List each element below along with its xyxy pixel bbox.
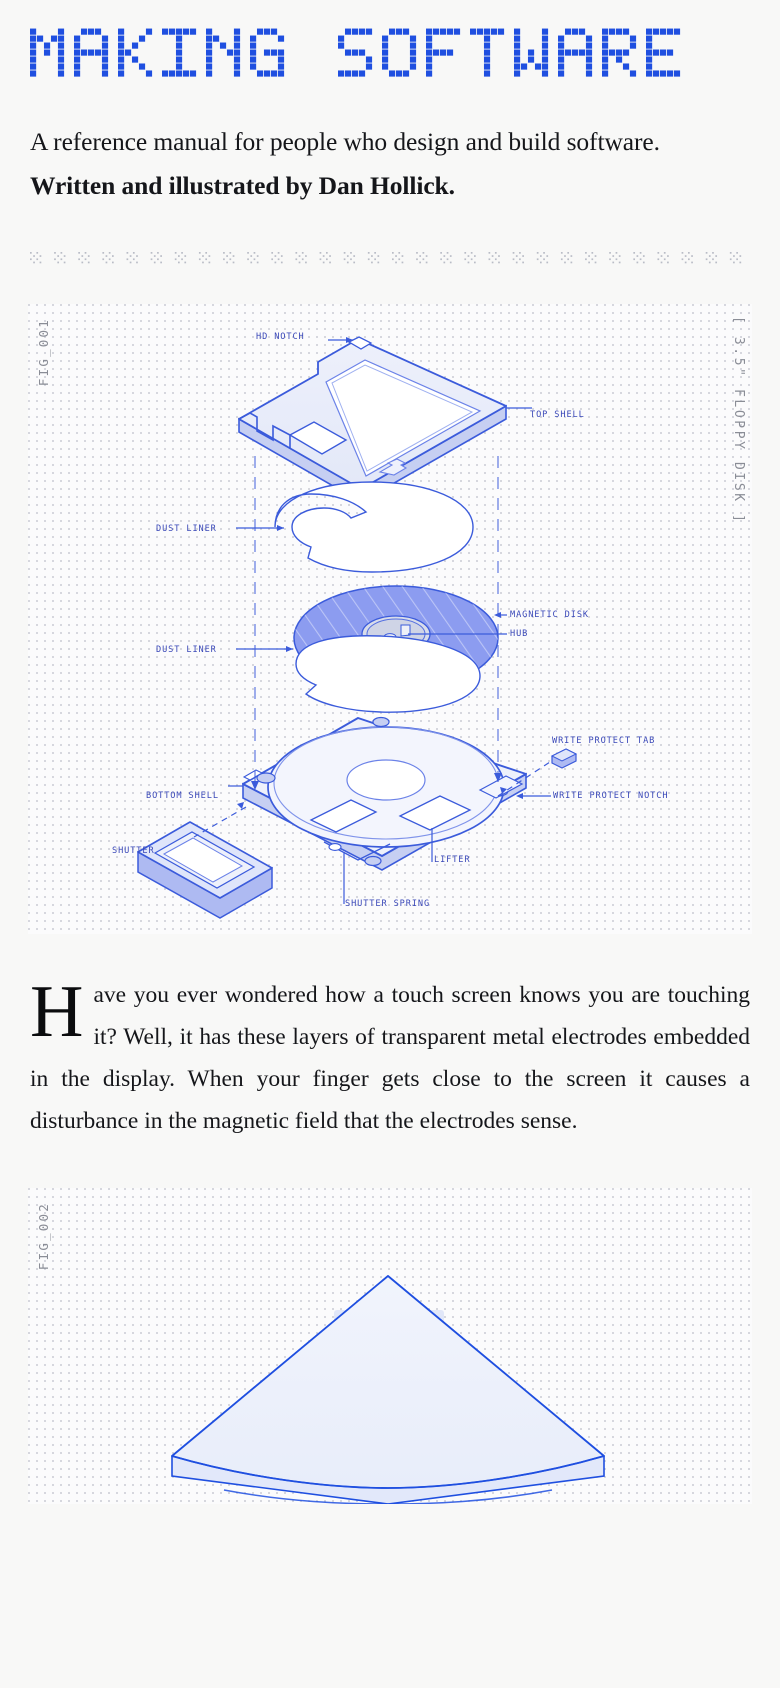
dotted-divider [0, 246, 780, 268]
callout-shutter-spring: SHUTTER SPRING [345, 899, 431, 909]
write-protect-tab-part [550, 748, 578, 769]
callout-top-shell: TOP SHELL [530, 410, 585, 420]
leader-lines [193, 337, 551, 904]
touchscreen-layers-illustration [171, 1274, 605, 1504]
intro-block: A reference manual for people who design… [0, 120, 780, 208]
callout-lifter: LIFTER [434, 855, 471, 865]
figure-touchscreen: FIG_002 [28, 1188, 752, 1504]
glass-plate-second [223, 1489, 553, 1504]
callout-write-protect-notch: WRITE PROTECT NOTCH [553, 791, 669, 801]
callout-bottom-shell: BOTTOM SHELL [146, 791, 219, 801]
callout-dust-liner-lower: DUST LINER [156, 645, 217, 655]
floppy-disk-illustration [137, 336, 578, 919]
callout-shutter: SHUTTER [112, 846, 155, 856]
intro-byline: Written and illustrated by Dan Hollick. [30, 171, 455, 200]
callout-dust-liner-upper: DUST LINER [156, 524, 217, 534]
intro-lead: A reference manual for people who design… [30, 127, 660, 156]
figure-floppy-disk: FIG_001 [ 3.5" FLOPPY DISK ] [28, 304, 752, 934]
top-shell-part [238, 336, 507, 503]
figure-kind-label: [ 3.5" FLOPPY DISK ] [731, 316, 746, 525]
glass-plate-top [171, 1274, 605, 1504]
bottom-shell-part [242, 716, 527, 871]
page-title [30, 28, 681, 77]
page-header [0, 0, 780, 84]
shutter-part [137, 821, 273, 919]
drop-cap: H [30, 971, 84, 1053]
dust-liner-upper-part [274, 481, 474, 573]
callout-magnetic-disk: MAGNETIC DISK [510, 610, 589, 620]
callout-hub: HUB [510, 629, 529, 639]
divider-pattern-icon [30, 252, 742, 264]
callout-write-protect-tab: WRITE PROTECT TAB [552, 736, 656, 746]
callout-hd-notch: HD NOTCH [256, 332, 305, 342]
paragraph-text: ave you ever wondered how a touch screen… [30, 982, 750, 1134]
dust-liner-lower-part [295, 635, 481, 713]
